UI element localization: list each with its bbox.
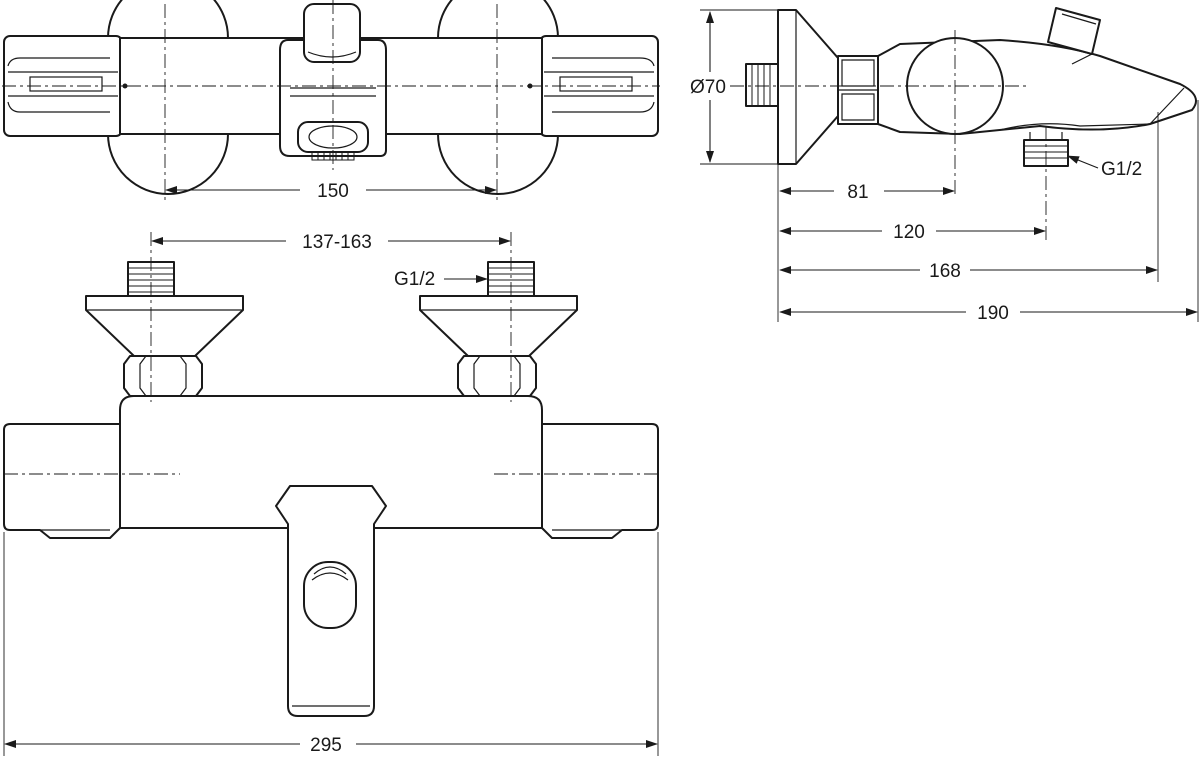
dim-label-diameter-70: Ø70 [690, 77, 726, 98]
dim-label-295: 295 [310, 735, 342, 756]
dim-label-168: 168 [929, 261, 961, 282]
thread-label-side: G1/2 [1101, 159, 1142, 180]
side-view: Ø70 81 120 168 190 G1/2 [690, 7, 1199, 324]
dim-label-190: 190 [977, 303, 1009, 324]
dim-label-81: 81 [847, 182, 868, 203]
top-view: 150 [2, 0, 660, 202]
dim-label-137-163: 137-163 [302, 232, 372, 253]
thread-label-front: G1/2 [394, 269, 435, 290]
dim-label-120: 120 [893, 222, 925, 243]
dim-label-150: 150 [317, 181, 349, 202]
front-view: 137-163 G1/2 295 [3, 232, 659, 756]
